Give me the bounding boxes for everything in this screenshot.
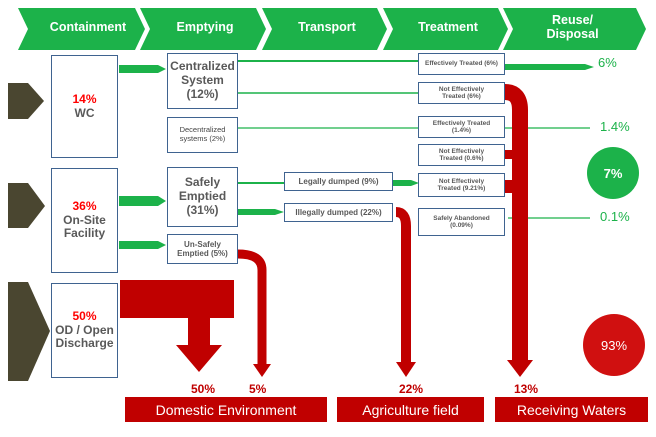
containment-label: On-Site Facility	[63, 212, 106, 241]
treatment-label: Not Effectively Treated (6%)	[438, 85, 485, 100]
arrow-head	[253, 364, 271, 377]
arrow-head	[507, 360, 533, 377]
treatment-abandoned: Safely Abandoned (0.09%)	[418, 208, 505, 236]
emptying-centralized: Centralized System (12%)	[167, 53, 238, 109]
illegal-flow	[395, 207, 411, 364]
flow-connector	[505, 150, 520, 159]
disposal-value: 0.1%	[600, 209, 630, 224]
stage-chevron	[262, 8, 387, 50]
flow-connector	[505, 180, 520, 193]
stage-label: Containment	[49, 20, 127, 34]
treatment-label: Safely Abandoned (0.09%)	[433, 214, 490, 229]
emptying-label: Decentralized systems (2%)	[179, 125, 226, 143]
flow-arrow	[119, 65, 166, 73]
destination-agriculture: Agriculture field	[337, 397, 484, 422]
disposal-value: 6%	[598, 55, 617, 70]
destination-receiving: Receiving Waters	[495, 397, 648, 422]
stage-chevron	[503, 8, 646, 50]
treatment-effective: Effectively Treated (1.4%)	[418, 116, 505, 138]
flow-arrow	[393, 180, 419, 186]
transport-illegal: Illegally dumped (22%)	[284, 203, 393, 222]
stage-chevron	[383, 8, 508, 50]
emptying-unsafely: Un-Safely Emptied (5%)	[167, 234, 238, 264]
destination-domestic: Domestic Environment	[125, 397, 327, 422]
treatment-label: Effectively Treated (1.4%)	[432, 119, 491, 134]
transport-label: Legally dumped (9%)	[298, 176, 379, 186]
source-arrow	[8, 282, 50, 381]
containment-label: OD / Open Discharge	[55, 322, 114, 351]
transport-legal: Legally dumped (9%)	[284, 172, 393, 191]
agriculture-value: 22%	[399, 382, 424, 396]
flow-arrow	[119, 196, 166, 206]
treatment-label: Not Effectively Treated (0.6%)	[438, 147, 485, 162]
safe-circle: 7%	[587, 147, 639, 199]
unsafe-flow	[237, 249, 267, 366]
stage-chevron	[18, 8, 145, 50]
containment-od: 50% OD / Open Discharge	[51, 283, 118, 378]
disposal-value: 1.4%	[600, 119, 630, 134]
emptying-title: Safely Emptied	[178, 175, 227, 204]
domestic-unsafe-value: 5%	[249, 382, 267, 396]
arrow-head	[396, 362, 416, 377]
emptying-label: Un-Safely Emptied (5%)	[177, 239, 228, 258]
treatment-label: Effectively Treated (6%)	[425, 60, 498, 68]
domestic-od-value: 50%	[191, 382, 216, 396]
containment-wc: 14% WC	[51, 55, 118, 158]
transport-label: Illegally dumped (22%)	[295, 207, 382, 217]
emptying-title: Centralized System	[170, 59, 235, 88]
treatment-not-effective: Not Effectively Treated (9.21%)	[418, 173, 505, 197]
containment-pct: 36%	[72, 198, 97, 213]
containment-onsite: 36% On-Site Facility	[51, 168, 118, 273]
stage-label: Reuse/ Disposal	[546, 13, 599, 42]
containment-label: WC	[74, 105, 95, 120]
stage-label: Transport	[298, 20, 356, 34]
stage-chevron	[140, 8, 266, 50]
treatment-effective: Effectively Treated (6%)	[418, 53, 505, 75]
containment-pct: 50%	[72, 308, 97, 323]
receiving-value: 13%	[514, 382, 539, 396]
source-arrow	[8, 83, 44, 119]
flow-arrow	[119, 241, 166, 249]
flow-arrow	[505, 64, 594, 70]
unsafe-circle: 93%	[583, 314, 645, 376]
emptying-pct: (12%)	[186, 86, 219, 101]
receiving-flow	[504, 84, 528, 362]
stage-label: Emptying	[176, 20, 234, 34]
treatment-not-effective: Not Effectively Treated (6%)	[418, 82, 505, 104]
source-arrow	[8, 183, 45, 228]
emptying-pct: (31%)	[186, 202, 219, 217]
containment-pct: 14%	[72, 91, 97, 106]
emptying-safely: Safely Emptied (31%)	[167, 167, 238, 227]
flow-arrow	[238, 209, 284, 215]
stage-label: Treatment	[418, 20, 478, 34]
treatment-not-effective: Not Effectively Treated (0.6%)	[418, 144, 505, 166]
od-flow	[120, 280, 234, 372]
emptying-decentralized: Decentralized systems (2%)	[167, 117, 238, 153]
treatment-label: Not Effectively Treated (9.21%)	[437, 177, 486, 192]
